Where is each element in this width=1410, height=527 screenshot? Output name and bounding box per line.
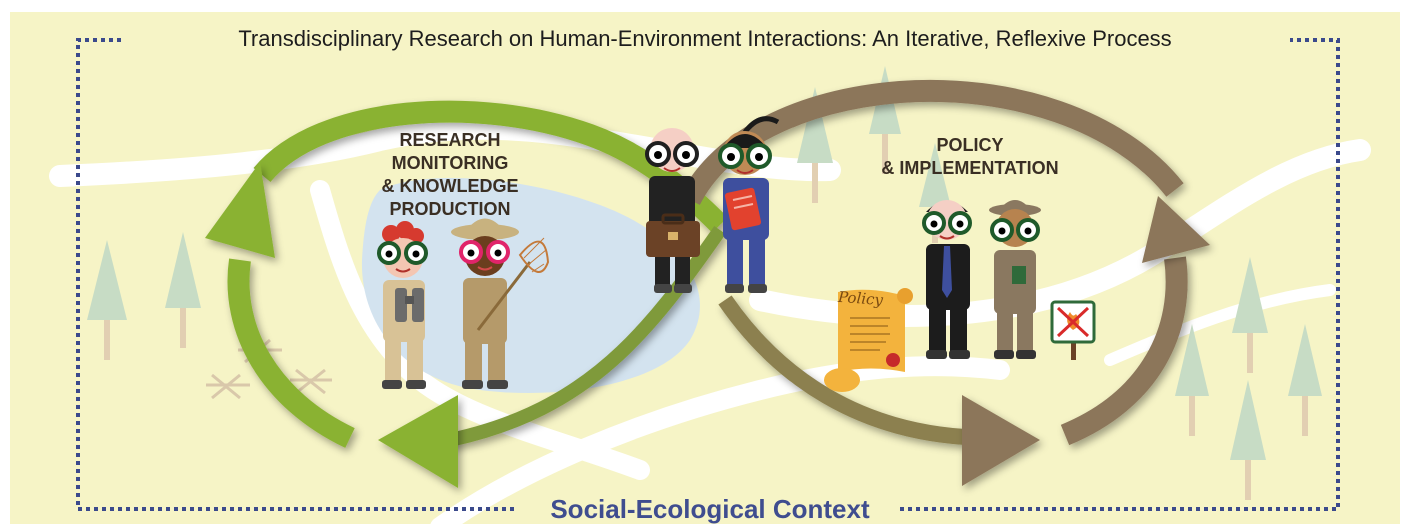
policymaker-figure <box>922 200 972 359</box>
pond <box>361 178 700 393</box>
background-panel <box>10 12 1400 524</box>
clipboard-researcher-figure <box>718 116 780 293</box>
brown-arrowhead-down-icon <box>1142 196 1210 263</box>
research-label-line: RESEARCH <box>399 130 501 150</box>
research-stage-label: RESEARCH MONITORING & KNOWLEDGE PRODUCTI… <box>300 129 600 221</box>
policy-label-line: POLICY <box>936 135 1004 155</box>
no-fire-sign-icon <box>1050 300 1096 360</box>
policy-label-line: & IMPLEMENTATION <box>881 158 1059 178</box>
ranger-figure <box>989 200 1041 359</box>
green-arrowhead-up-icon <box>205 162 275 258</box>
briefcase-researcher-figure <box>645 128 700 293</box>
binoculars-icon <box>395 288 424 322</box>
butterfly-net-icon <box>476 237 550 331</box>
clipboard-icon <box>724 187 762 231</box>
brown-arrowhead-right-icon <box>962 395 1040 486</box>
pine-tree-icon <box>87 66 1322 500</box>
policy-stage-label: POLICY & IMPLEMENTATION <box>830 134 1110 180</box>
research-label-line: PRODUCTION <box>389 199 511 219</box>
research-label-line: & KNOWLEDGE <box>381 176 519 196</box>
arrow-heads <box>205 162 1210 488</box>
green-arrowhead-left-icon <box>378 395 458 488</box>
researcher-net-figure <box>451 218 550 389</box>
context-border <box>76 38 1340 511</box>
diagram-title: Transdisciplinary Research on Human-Envi… <box>238 26 1172 51</box>
research-label-line: MONITORING <box>391 153 509 173</box>
context-label: Social-Ecological Context <box>550 494 870 524</box>
briefcase-icon <box>646 213 700 257</box>
researcher-binoculars-figure <box>377 221 428 389</box>
policy-scroll-icon <box>824 288 913 392</box>
